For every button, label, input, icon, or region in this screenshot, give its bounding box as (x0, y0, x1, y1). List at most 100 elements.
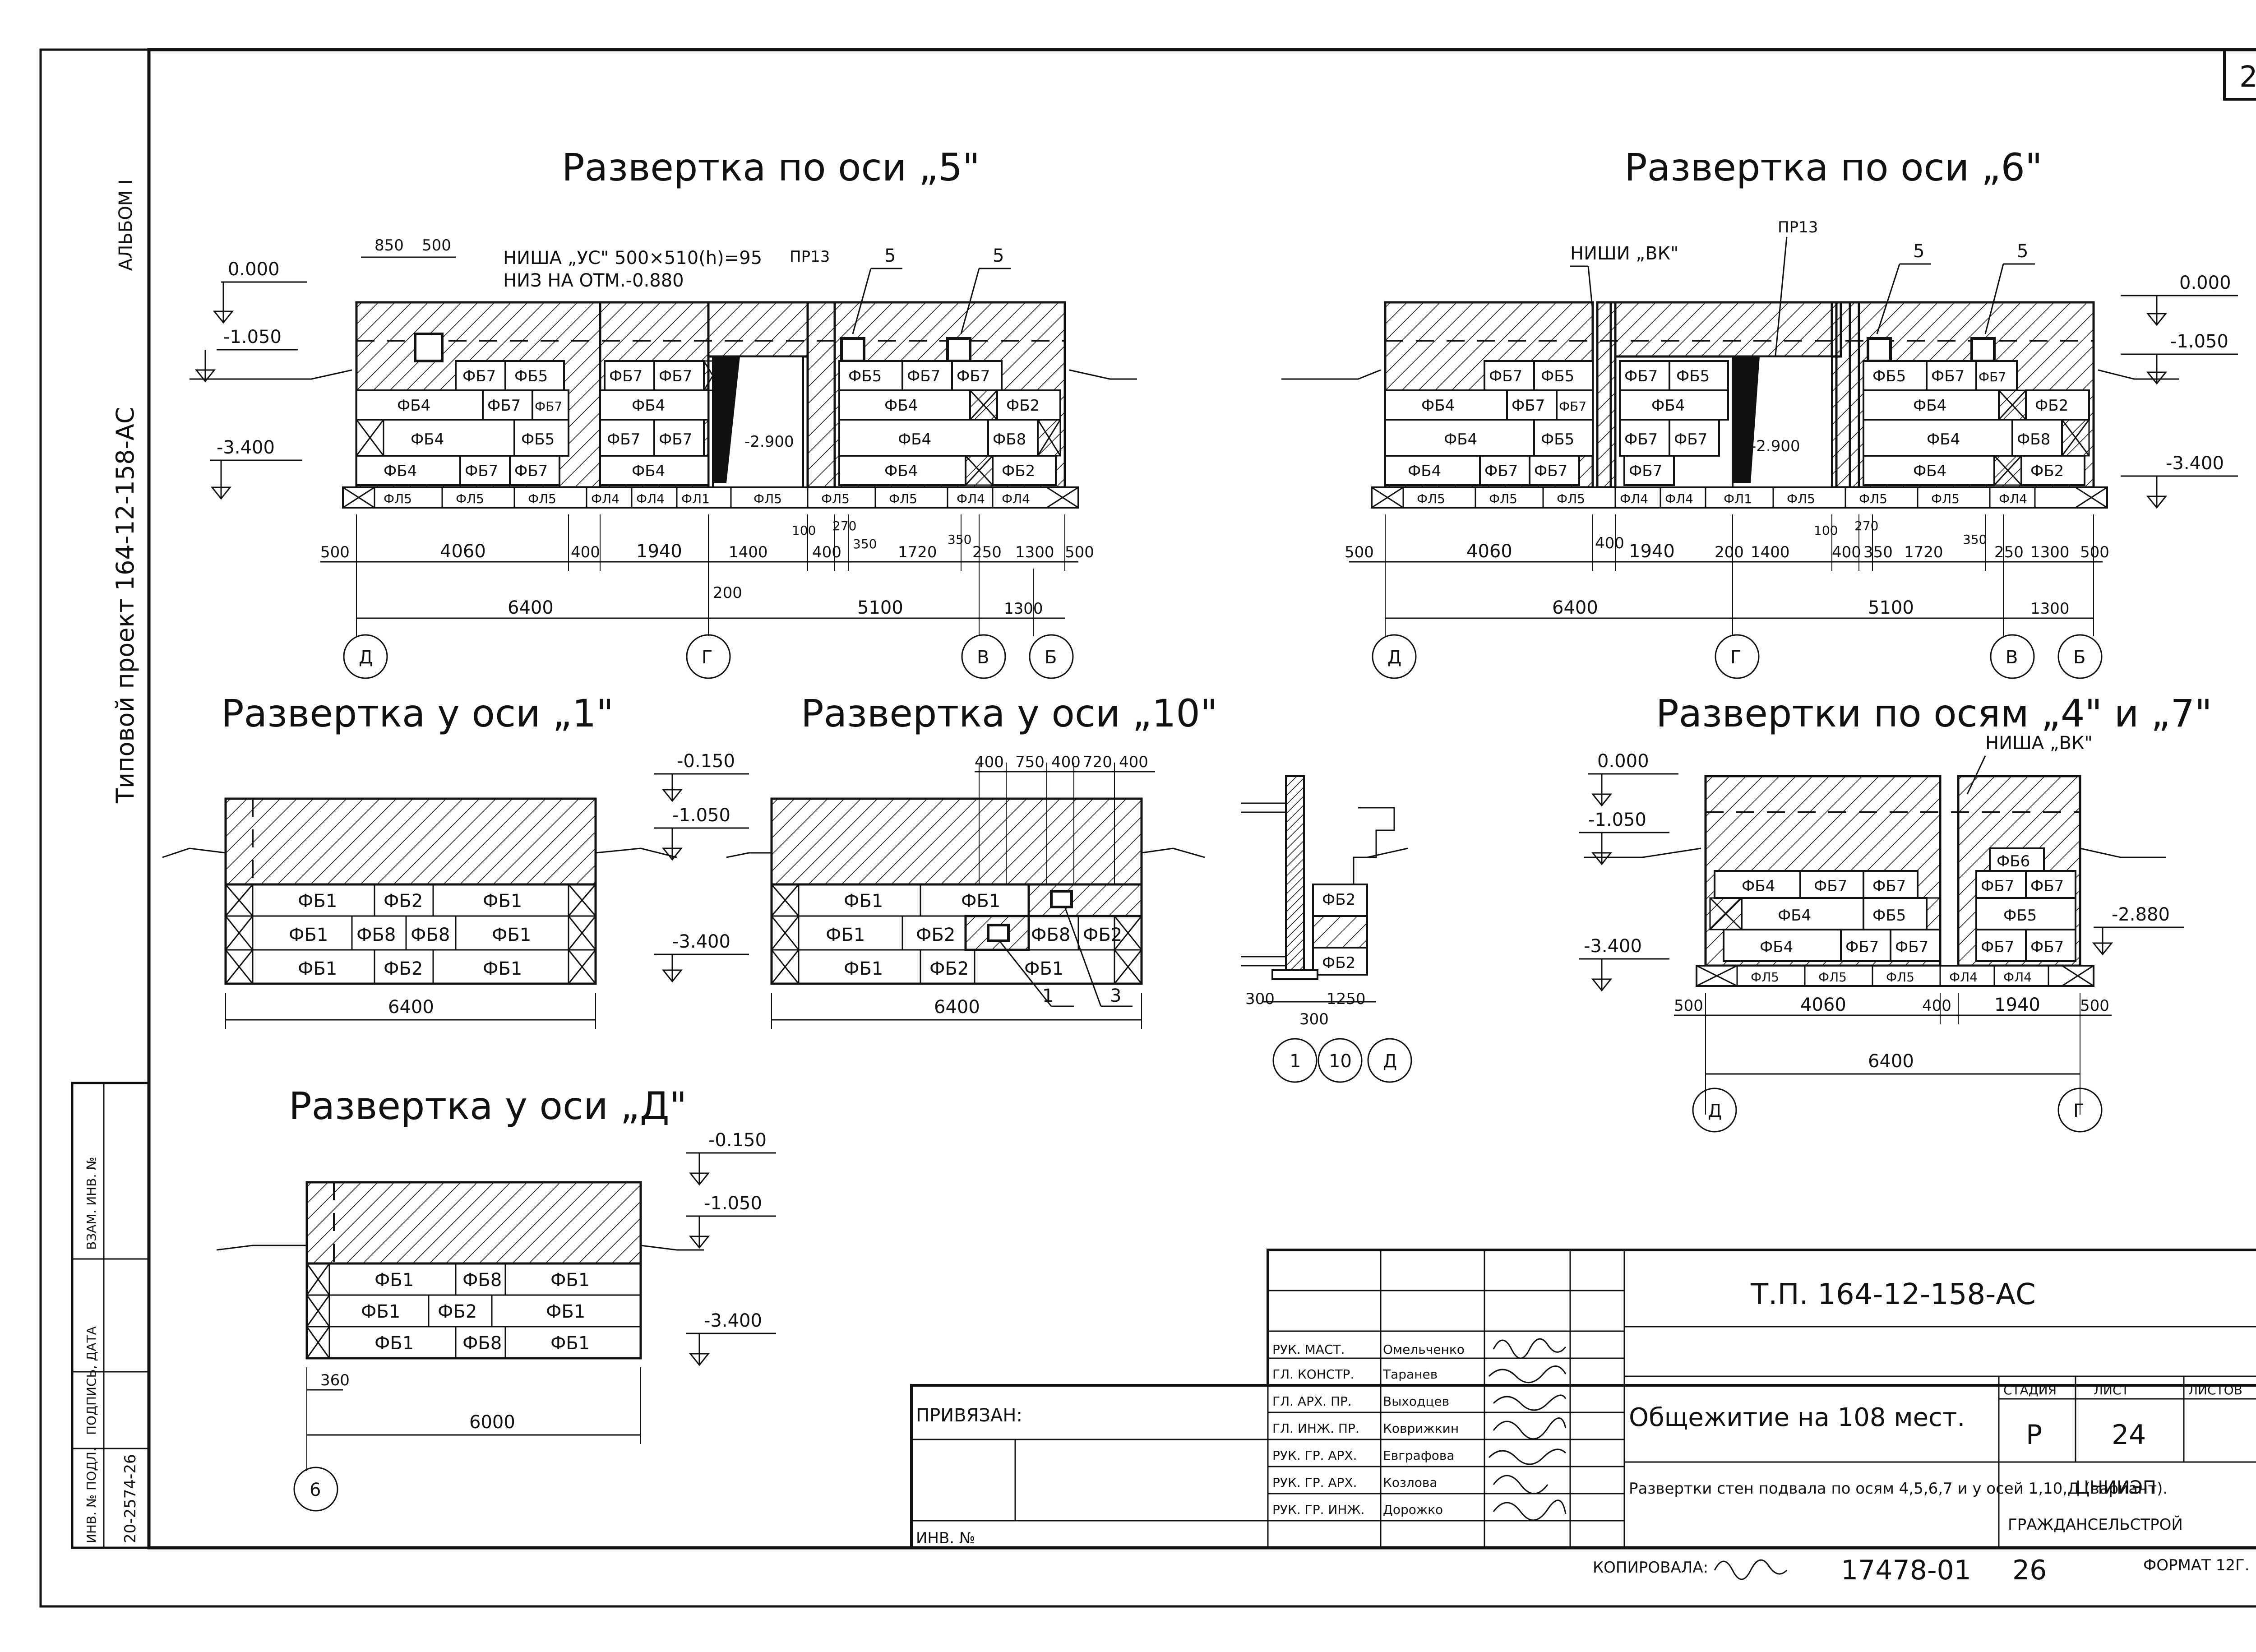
axis1-title: Развертка у оси „1" (221, 691, 614, 736)
a6-b24: ФБ4 (1913, 462, 1946, 480)
a5-b18: ФБ7 (907, 367, 940, 385)
a47-d2: 4060 (1800, 995, 1846, 1015)
a5-level-2: -3.400 (217, 437, 275, 458)
a5-axis-1: Д (359, 647, 373, 668)
a6-b18: ФБ7 (1931, 367, 1965, 385)
axes47-niche-note: НИША „ВК" (1985, 733, 2093, 754)
axis5-top-dim-1: 850 (374, 236, 404, 255)
a47-b13: ФБ7 (1981, 938, 2014, 956)
a1-r1c3: ФБ1 (483, 891, 522, 912)
tb-code: Т.П. 164-12-158-АС (1750, 1278, 2036, 1311)
a5-level-3: -2.900 (744, 433, 794, 451)
a5-b15: ФБ7 (514, 462, 548, 480)
a6-f4: ФЛ4 (1620, 491, 1648, 506)
a5-d2-1: 6400 (508, 597, 554, 618)
a6-level-3: -2.900 (1751, 437, 1800, 455)
left-margin: АЛЬБОМ I Типовой проект 164-12-158-АС ВЗ… (71, 179, 150, 1549)
a5-d10: 1720 (898, 543, 937, 561)
tb-role-7: РУК. ГР. ИНЖ. (1272, 1502, 1364, 1517)
sheet-footer: КОПИРОВАЛА: 17478-01 26 ФОРМАТ 12Г. (1593, 1555, 2250, 1586)
a5-d2-3: 5100 (857, 597, 903, 618)
a6-axis-3: В (2006, 647, 2018, 668)
a6-f10: ФЛ4 (1999, 491, 2027, 506)
a5-d2: 4060 (440, 541, 486, 562)
a6-d14: 1300 (2030, 543, 2070, 561)
a5-b12: ФБ7 (659, 430, 692, 449)
a5-d3: 400 (571, 543, 600, 561)
a6-b3: ФБ4 (1421, 397, 1455, 415)
a6-f6: ФЛ1 (1724, 491, 1752, 506)
a5-b3: ФБ7 (609, 367, 643, 385)
a5-b2: ФБ5 (514, 367, 548, 385)
axes47-title: Развертки по осям „4" и „7" (1656, 691, 2212, 736)
a10-r3c1: ФБ1 (844, 958, 883, 979)
a10-top-2: 750 (1015, 753, 1045, 771)
a5-b1: ФБ7 (462, 367, 496, 385)
tb-description: Развертки стен подвала по осям 4,5,6,7 и… (1629, 1480, 2168, 1498)
a5-f7: ФЛ5 (754, 491, 782, 506)
a5-f3: ФЛ5 (528, 491, 556, 506)
a6-d12: 350 (1963, 532, 1987, 547)
a5-b22: ФБ4 (898, 430, 931, 449)
a47-level-1: -1.050 (1588, 810, 1646, 830)
a6-level-0: 0.000 (2179, 273, 2231, 293)
a6-f2: ФЛ5 (1489, 491, 1517, 506)
a47-d4: 1940 (1994, 995, 2040, 1015)
aD-level-2: -3.400 (704, 1310, 762, 1331)
a5-b16: ФБ4 (632, 462, 665, 480)
a47-f4: ФЛ4 (1949, 970, 1978, 985)
a6-b22: ФБ4 (1927, 430, 1960, 449)
tb-role-1: РУК. МАСТ. (1272, 1342, 1345, 1357)
axis6-callout-1: 5 (1913, 241, 1924, 262)
tb-org-1: ЦНИИЭП (2076, 1477, 2156, 1498)
stamp-vzam: ВЗАМ. ИНВ. № (84, 1157, 99, 1250)
a5-f5: ФЛ4 (636, 491, 665, 506)
a5-f10: ФЛ4 (957, 491, 985, 506)
axis5-niche-note: НИША „УС" 500×510(h)=95 (503, 248, 762, 268)
stamp-inv-value: 20-2574-26 (121, 1454, 139, 1543)
a47-b8: ФБ7 (1895, 938, 1928, 956)
a6-b12: ФБ5 (1676, 367, 1710, 385)
a6-b1: ФБ7 (1489, 367, 1522, 385)
axis6-callout-2: 5 (2017, 241, 2028, 262)
elevation-axis-6: Развертка по оси „6" НИШИ „ВК" ПР13 5 5 … (1281, 145, 2238, 679)
a10-r2c3: ФБ8 (1031, 925, 1070, 945)
a6-b11: ФБ7 (1674, 430, 1707, 449)
a47-b11: ФБ7 (2030, 877, 2064, 895)
a47-d3: 400 (1922, 997, 1951, 1015)
a1-r2c2: ФБ8 (356, 925, 396, 945)
sec-axis-3: Д (1383, 1051, 1397, 1072)
a6-d5: 200 (1715, 543, 1744, 561)
a47-b9: ФБ6 (1997, 852, 2030, 870)
a47-level-2: -3.400 (1584, 936, 1642, 957)
tb-header-sheets: ЛИСТОВ (2188, 1383, 2242, 1397)
a6-d1: 500 (1345, 543, 1374, 561)
a6-b15: ФБ7 (1534, 462, 1567, 480)
tb-name-2: Таранев (1382, 1367, 1438, 1382)
a6-b17: ФБ5 (1872, 367, 1906, 385)
album-label: АЛЬБОМ I (116, 179, 136, 271)
a5-f6: ФЛ1 (681, 491, 710, 506)
a47-f5: ФЛ4 (2003, 970, 2032, 985)
a47-d5: 500 (2080, 997, 2109, 1015)
a47-b10: ФБ7 (1981, 877, 2014, 895)
a5-b20: ФБ4 (884, 397, 918, 415)
a1-r2c3: ФБ8 (411, 925, 450, 945)
levels-axis-1-10: -0.150 -1.050 -3.400 (654, 751, 749, 983)
tb-role-5: РУК. ГР. АРХ. (1272, 1448, 1357, 1463)
axis6-niche-note: НИШИ „ВК" (1570, 243, 1678, 264)
footer-format: ФОРМАТ 12Г. (2143, 1556, 2250, 1574)
a10-r1c2: ФБ1 (961, 891, 1000, 912)
a47-axis-2: Г (2073, 1101, 2084, 1121)
a6-b25: ФБ2 (2030, 462, 2064, 480)
aD-r1c1: ФБ1 (374, 1270, 414, 1291)
a6-d3: 400 (1595, 534, 1624, 552)
aD-level-0: -0.150 (708, 1130, 767, 1151)
a6-d6: 1400 (1751, 543, 1790, 561)
a6-d2-3: 1300 (2030, 600, 2070, 618)
a1-level-0: -0.150 (677, 751, 735, 772)
a5-f8: ФЛ5 (821, 491, 850, 506)
a47-b2: ФБ7 (1814, 877, 1847, 895)
axis5-callout-1: 5 (884, 245, 896, 266)
